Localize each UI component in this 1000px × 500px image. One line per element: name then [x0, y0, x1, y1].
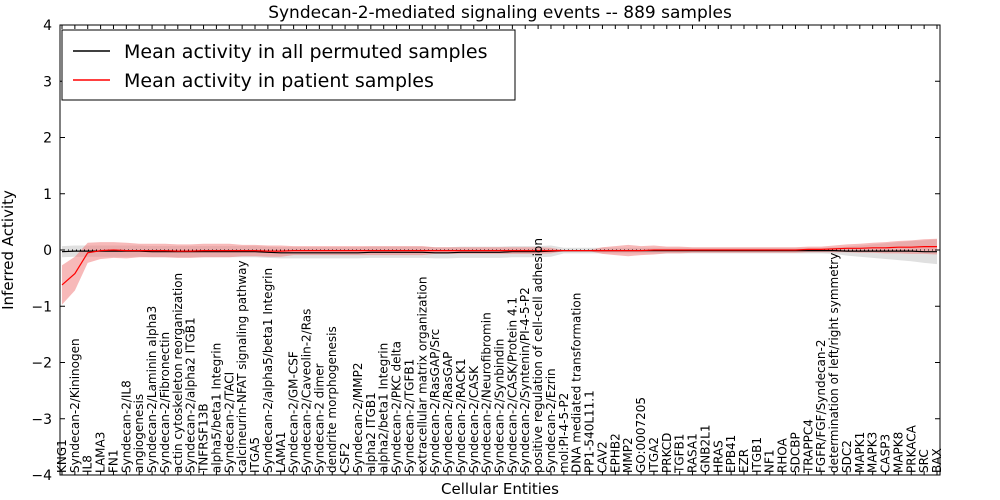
- x-category-label: RASA1: [686, 433, 700, 473]
- x-category-label: SDC2: [840, 440, 854, 473]
- series-lines: [61, 246, 937, 286]
- y-tick-label: 4: [43, 18, 52, 34]
- x-category-label: Syndecan-2/alpha5/beta1 Integrin: [261, 268, 275, 473]
- x-category-label: Syndecan-2/Ezrin: [544, 368, 558, 473]
- x-category-label: CAV2: [595, 441, 609, 473]
- x-category-label: SDCBP: [789, 432, 803, 473]
- x-category-label: calcineurin-NFAT signaling pathway: [235, 260, 249, 473]
- x-category-label: ITGA5: [248, 437, 262, 473]
- x-category-label: Syndecan-2/CASK/Protein 4.1: [505, 297, 519, 473]
- x-category-label: CSF2: [338, 442, 352, 473]
- x-category-label: Syndecan-2/PKC delta: [390, 341, 404, 473]
- confidence-bands: [62, 238, 937, 305]
- x-category-label: ITGA2: [647, 437, 661, 473]
- x-category-label: RHOA: [776, 437, 790, 473]
- x-category-label: SRC: [917, 449, 931, 473]
- x-category-label: TRAPPC4: [801, 419, 815, 474]
- x-category-label: actin cytoskeleton reorganization: [171, 273, 185, 473]
- x-category-label: Syndecan-2/Laminin alpha3: [145, 306, 159, 473]
- x-category-label: alpha5/beta1 Integrin: [209, 343, 223, 473]
- x-category-label: Syndecan-2 dimer: [312, 363, 326, 473]
- x-category-label: LAMA3: [94, 432, 108, 473]
- legend-label-1: Mean activity in patient samples: [124, 70, 434, 92]
- x-category-label: MAPK3: [866, 432, 880, 473]
- x-category-label: Syndecan-2/IL8: [119, 380, 133, 473]
- plot-frame: [59, 24, 941, 476]
- x-category-label: TNFRSF13B: [197, 403, 211, 474]
- x-category-label: Syndecan-2/GM-CSF: [287, 351, 301, 473]
- x-category-label: Syndecan-2/RACK1: [454, 358, 468, 473]
- x-axis-label: Cellular Entities: [441, 480, 559, 498]
- x-category-label: Syndecan-2/alpha2 ITGB1: [184, 317, 198, 473]
- x-category-label: dendrite morphogenesis: [325, 326, 339, 473]
- x-category-label: KNG1: [55, 439, 69, 473]
- y-tick-label: 1: [43, 187, 52, 203]
- legend: Mean activity in all permuted samplesMea…: [61, 29, 516, 101]
- x-category-label: extracellular matrix organization: [415, 277, 429, 474]
- x-category-label: determination of left/right symmetry: [827, 253, 841, 473]
- y-axis-ticks: −4 −3 −2 −1 0 1 2 3 4: [31, 18, 940, 484]
- x-category-label: Syndecan-2/RasGAP: [441, 352, 455, 473]
- x-category-label: HRAS: [711, 440, 725, 473]
- y-tick-label: −3: [31, 412, 52, 428]
- x-category-label: Syndecan-2/TACI: [222, 372, 236, 473]
- x-category-label: Syndecan-2/Kininogen: [68, 338, 82, 473]
- x-category-label: FN1: [107, 449, 121, 473]
- x-category-label: BAX: [930, 448, 944, 473]
- y-axis-label: Inferred Activity: [0, 190, 17, 310]
- x-category-label: Syndecan-2/Neurofibromin: [480, 312, 494, 473]
- x-category-label: EPB41: [724, 435, 738, 473]
- x-category-label: MMP2: [621, 437, 635, 473]
- legend-label-0: Mean activity in all permuted samples: [124, 41, 487, 63]
- x-category-label: Syndecan-2/TGFB1: [402, 359, 416, 473]
- x-category-label: PRKCD: [660, 433, 674, 473]
- x-category-label: Syndecan-2/Caveolin-2/Ras: [300, 309, 314, 473]
- x-category-label: angiogenesis: [132, 394, 146, 473]
- x-category-label: ITGB1: [750, 437, 764, 473]
- x-category-label: IL8: [81, 455, 95, 473]
- x-category-label: PRKACA: [904, 424, 918, 473]
- x-axis-category-labels: KNG1Syndecan-2/KininogenIL8LAMA3FN1Synde…: [55, 25, 944, 475]
- y-tick-label: 2: [43, 131, 52, 147]
- y-tick-label: −2: [31, 356, 52, 372]
- x-category-label: PP1-540L11.1: [583, 390, 597, 473]
- y-tick-label: −1: [31, 299, 52, 315]
- x-category-label: MAPK1: [853, 432, 867, 473]
- x-category-label: MAPK8: [891, 432, 905, 473]
- y-tick-label: 0: [43, 243, 52, 259]
- x-category-label: TGFB1: [673, 434, 687, 474]
- x-category-label: positive regulation of cell-cell adhesio…: [531, 238, 545, 473]
- chart-title: Syndecan-2-mediated signaling events -- …: [268, 3, 732, 23]
- x-category-label: EZR: [737, 449, 751, 473]
- x-category-label: Syndecan-2/MMP2: [351, 363, 365, 473]
- x-category-label: DNA mediated transformation: [570, 293, 584, 473]
- x-category-label: FGFR/FGF/Syndecan-2: [814, 340, 828, 473]
- legend-box: [61, 29, 516, 101]
- y-tick-label: 3: [43, 74, 52, 90]
- x-category-label: NF1: [763, 449, 777, 473]
- x-category-label: Syndecan-2/RasGAP/Src: [428, 329, 442, 473]
- x-category-label: GNB2L1: [698, 425, 712, 473]
- x-category-label: alpha2/beta1 Integrin: [377, 343, 391, 473]
- x-category-label: LAMA1: [274, 432, 288, 473]
- x-category-label: Syndecan-2/Fibronectin: [158, 332, 172, 473]
- x-category-label: Syndecan-2/CASK: [467, 365, 481, 473]
- x-category-label: CASP3: [879, 434, 893, 473]
- x-category-label: EPHB2: [608, 433, 622, 473]
- y-tick-label: −4: [31, 468, 52, 484]
- band-series-1: [62, 238, 937, 305]
- line-series-1: [61, 246, 937, 286]
- x-category-label: mol:PI-4-5-P2: [557, 393, 571, 473]
- x-category-label: alpha2 ITGB1: [364, 392, 378, 473]
- x-category-label: Syndecan-2/Syntenin/PI-4-5-P2: [518, 287, 532, 473]
- x-category-label: GO:0007205: [634, 397, 648, 473]
- x-category-label: Syndecan-2/Synbindin: [493, 339, 507, 473]
